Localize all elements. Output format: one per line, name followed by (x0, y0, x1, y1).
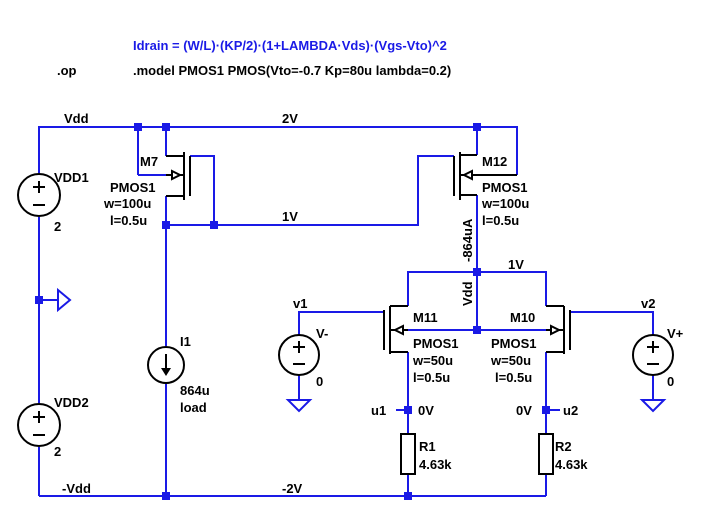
ground-symbol-vminus (285, 399, 313, 413)
m12-transistor[interactable] (453, 152, 517, 200)
vminus-source[interactable] (278, 334, 320, 376)
current-label: -864uA (460, 218, 475, 262)
m7-transistor[interactable] (166, 152, 191, 200)
junction-node (404, 406, 412, 414)
formula-directive: Idrain = (W/L)·(KP/2)·(1+LAMBDA·Vds)·(Vg… (133, 38, 447, 53)
net-label-u2-voltage: 0V (516, 403, 532, 418)
i1-name: I1 (180, 334, 191, 349)
net-label-u1-voltage: 0V (418, 403, 434, 418)
vplus-source[interactable] (632, 334, 674, 376)
m12-name: M12 (482, 154, 507, 169)
junction-node (134, 123, 142, 131)
net-label-1v-left: 1V (282, 209, 298, 224)
wire-v1-gate (298, 311, 384, 335)
wire-left-rail (38, 126, 518, 175)
junction-node (404, 492, 412, 500)
ground-symbol-vplus (639, 399, 667, 413)
r2-name: R2 (555, 439, 572, 454)
m10-width: w=50u (490, 353, 531, 368)
junction-node (473, 123, 481, 131)
r2-resistor[interactable] (538, 433, 554, 475)
net-label-neg-vdd: -Vdd (62, 481, 91, 496)
model-directive: .model PMOS1 PMOS(Vto=-0.7 Kp=80u lambda… (133, 63, 451, 78)
m12-model: PMOS1 (482, 180, 528, 195)
m12-width: w=100u (481, 196, 529, 211)
net-label-v1: v1 (293, 296, 307, 311)
i1-extra: load (180, 400, 207, 415)
m10-length: l=0.5u (495, 370, 532, 385)
junction-node (210, 221, 218, 229)
net-label-u2: u2 (563, 403, 578, 418)
vplus-name: V+ (667, 326, 684, 341)
m11-length: l=0.5u (413, 370, 450, 385)
junction-node (473, 326, 481, 334)
junction-node (162, 123, 170, 131)
r1-name: R1 (419, 439, 436, 454)
vplus-value: 0 (667, 374, 674, 389)
net-label-u1: u1 (371, 403, 386, 418)
wire-1v-net (166, 155, 454, 226)
m11-model: PMOS1 (413, 336, 459, 351)
wire-m7-gate (190, 155, 215, 225)
r1-resistor[interactable] (400, 433, 416, 475)
net-label-neg-2v: -2V (282, 481, 303, 496)
junction-node (542, 406, 550, 414)
ground-symbol-mid (39, 287, 72, 313)
m10-transistor[interactable] (546, 305, 571, 354)
wire-v2-gate (570, 311, 654, 335)
m10-model: PMOS1 (491, 336, 537, 351)
vdd1-value: 2 (54, 219, 61, 234)
vdd1-source[interactable] (17, 173, 61, 217)
vdd1-name: VDD1 (54, 170, 89, 185)
net-label-vdd-vertical: Vdd (460, 281, 475, 306)
m7-length: l=0.5u (110, 213, 147, 228)
vdd2-source[interactable] (17, 403, 61, 447)
net-label-1v-right: 1V (508, 257, 524, 272)
i1-value: 864u (180, 383, 210, 398)
i1-current-source[interactable] (147, 346, 185, 384)
net-label-vdd: Vdd (64, 111, 89, 126)
vdd2-value: 2 (54, 444, 61, 459)
net-label-2v: 2V (282, 111, 298, 126)
m10-name: M10 (510, 310, 535, 325)
m12-length: l=0.5u (482, 213, 519, 228)
r2-value: 4.63k (555, 457, 588, 472)
m7-width: w=100u (103, 196, 151, 211)
m11-name: M11 (413, 310, 438, 325)
vdd2-name: VDD2 (54, 395, 89, 410)
m11-width: w=50u (412, 353, 453, 368)
net-label-v2: v2 (641, 296, 655, 311)
vminus-name: V- (316, 326, 328, 341)
r1-value: 4.63k (419, 457, 452, 472)
junction-node (162, 221, 170, 229)
junction-node (162, 492, 170, 500)
junction-node (473, 268, 481, 276)
op-directive: .op (57, 63, 77, 78)
vminus-value: 0 (316, 374, 323, 389)
m11-transistor[interactable] (383, 305, 408, 354)
m7-name: M7 (140, 154, 158, 169)
m7-model: PMOS1 (110, 180, 156, 195)
